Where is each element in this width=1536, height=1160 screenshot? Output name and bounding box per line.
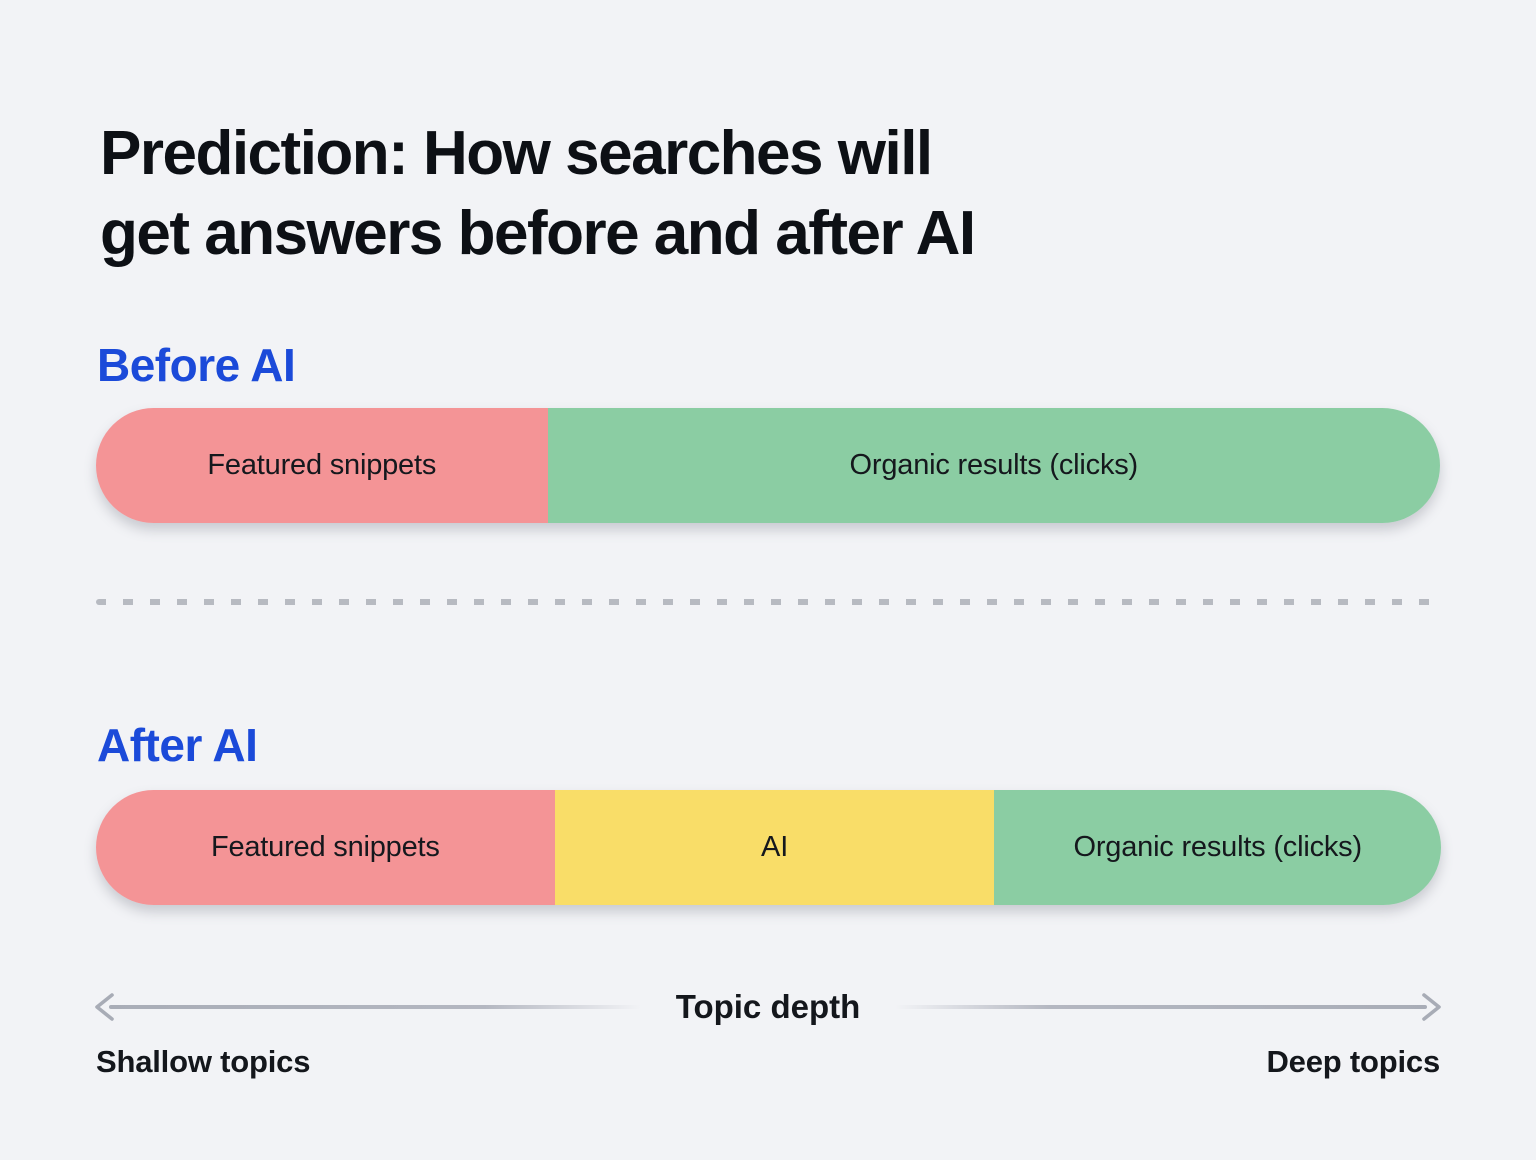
arrow-right-icon <box>1420 991 1444 1023</box>
bar-segment-organic-results: Organic results (clicks) <box>994 790 1441 905</box>
axis-title: Topic depth <box>675 988 861 1025</box>
bar-segment-featured-snippets: Featured snippets <box>96 790 555 905</box>
bar-after-ai: Featured snippets AI Organic results (cl… <box>96 790 1441 905</box>
axis-label-shallow-topics: Shallow topics <box>96 1044 311 1079</box>
arrow-left-icon <box>92 991 116 1023</box>
axis-label-deep-topics: Deep topics <box>1266 1044 1440 1079</box>
bar-segment-label: Organic results (clicks) <box>849 449 1139 481</box>
bar-before-ai: Featured snippets Organic results (click… <box>96 408 1440 523</box>
axis-line-left <box>109 1005 646 1009</box>
bar-segment-label: Featured snippets <box>210 831 440 863</box>
topic-depth-axis: Topic depth <box>92 988 1444 1026</box>
bar-segment-organic-results: Organic results (clicks) <box>547 408 1440 523</box>
bar-segment-featured-snippets: Featured snippets <box>96 408 548 523</box>
dashed-divider <box>96 599 1442 605</box>
bar-segment-ai: AI <box>554 790 995 905</box>
axis-end-labels: Shallow topics Deep topics <box>96 1044 1440 1080</box>
section-heading-after-ai: After AI <box>97 719 258 772</box>
axis-line-right <box>890 1005 1427 1009</box>
chart-title: Prediction: How searches will get answer… <box>100 118 976 268</box>
bar-segment-label: Featured snippets <box>207 449 437 481</box>
bar-segment-label: AI <box>761 831 789 863</box>
bar-segment-label: Organic results (clicks) <box>1073 831 1362 863</box>
section-heading-before-ai: Before AI <box>97 339 296 392</box>
